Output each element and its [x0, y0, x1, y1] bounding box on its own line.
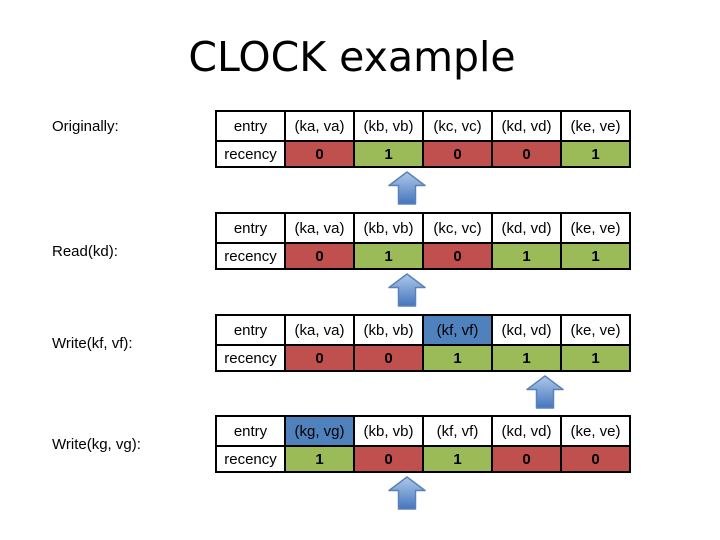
entry-cell: (ka, va) [284, 212, 355, 244]
entry-cell: (kb, vb) [353, 314, 424, 346]
row-header-recency: recency [215, 140, 286, 168]
entry-cell: (kd, vd) [491, 314, 562, 346]
recency-cell: 0 [491, 140, 562, 168]
row-header-recency: recency [215, 445, 286, 473]
up-arrow-shape [387, 171, 426, 205]
entry-cell: (ke, ve) [560, 314, 631, 346]
recency-cell: 0 [284, 140, 355, 168]
up-arrow-shape [387, 273, 426, 307]
state-table-2: entry(ka, va)(kb, vb)(kc, vc)(kd, vd)(ke… [215, 212, 631, 270]
entry-cell-new: (kg, vg) [284, 415, 355, 447]
state-label-2: Read(kd): [52, 243, 118, 260]
clock-hand-up-block-arrow-icon-4 [387, 476, 426, 510]
entry-cell: (kf, vf) [422, 415, 493, 447]
row-header-entry: entry [215, 314, 286, 346]
entry-cell: (kb, vb) [353, 212, 424, 244]
row-header-entry: entry [215, 415, 286, 447]
entry-row: entry(ka, va)(kb, vb)(kf, vf)(kd, vd)(ke… [215, 314, 631, 346]
state-label-1: Originally: [52, 118, 119, 135]
row-header-recency: recency [215, 242, 286, 270]
state-label-4: Write(kg, vg): [52, 436, 141, 453]
entry-cell: (ka, va) [284, 110, 355, 142]
entry-row: entry(kg, vg)(kb, vb)(kf, vf)(kd, vd)(ke… [215, 415, 631, 447]
recency-cell: 1 [353, 140, 424, 168]
clock-hand-up-block-arrow-icon-1 [387, 171, 426, 205]
entry-cell: (kb, vb) [353, 415, 424, 447]
row-header-recency: recency [215, 344, 286, 372]
recency-cell: 1 [422, 445, 493, 473]
recency-cell: 0 [422, 242, 493, 270]
recency-cell: 1 [560, 242, 631, 270]
clock-hand-up-block-arrow-icon-2 [387, 273, 426, 307]
recency-cell: 1 [353, 242, 424, 270]
row-header-entry: entry [215, 212, 286, 244]
recency-cell: 0 [284, 242, 355, 270]
recency-cell: 0 [353, 445, 424, 473]
up-arrow-shape [387, 476, 426, 510]
entry-cell-new: (kf, vf) [422, 314, 493, 346]
row-header-entry: entry [215, 110, 286, 142]
recency-cell: 0 [422, 140, 493, 168]
entry-cell: (kd, vd) [491, 415, 562, 447]
recency-cell: 1 [560, 140, 631, 168]
recency-cell: 0 [284, 344, 355, 372]
recency-cell: 1 [491, 242, 562, 270]
entry-cell: (kc, vc) [422, 212, 493, 244]
recency-cell: 1 [560, 344, 631, 372]
state-label-3: Write(kf, vf): [52, 335, 133, 352]
state-table-3: entry(ka, va)(kb, vb)(kf, vf)(kd, vd)(ke… [215, 314, 631, 372]
recency-cell: 1 [422, 344, 493, 372]
entry-cell: (kc, vc) [422, 110, 493, 142]
slide-title: CLOCK example [188, 33, 516, 81]
entry-row: entry(ka, va)(kb, vb)(kc, vc)(kd, vd)(ke… [215, 212, 631, 244]
recency-cell: 0 [353, 344, 424, 372]
state-table-4: entry(kg, vg)(kb, vb)(kf, vf)(kd, vd)(ke… [215, 415, 631, 473]
entry-cell: (ka, va) [284, 314, 355, 346]
entry-cell: (kd, vd) [491, 212, 562, 244]
recency-cell: 1 [491, 344, 562, 372]
entry-cell: (kb, vb) [353, 110, 424, 142]
entry-cell: (kd, vd) [491, 110, 562, 142]
entry-cell: (ke, ve) [560, 212, 631, 244]
recency-cell: 0 [491, 445, 562, 473]
recency-cell: 0 [560, 445, 631, 473]
state-table-1: entry(ka, va)(kb, vb)(kc, vc)(kd, vd)(ke… [215, 110, 631, 168]
entry-cell: (ke, ve) [560, 110, 631, 142]
clock-hand-up-block-arrow-icon-3 [525, 375, 564, 409]
up-arrow-shape [525, 375, 564, 409]
recency-cell: 1 [284, 445, 355, 473]
entry-row: entry(ka, va)(kb, vb)(kc, vc)(kd, vd)(ke… [215, 110, 631, 142]
entry-cell: (ke, ve) [560, 415, 631, 447]
